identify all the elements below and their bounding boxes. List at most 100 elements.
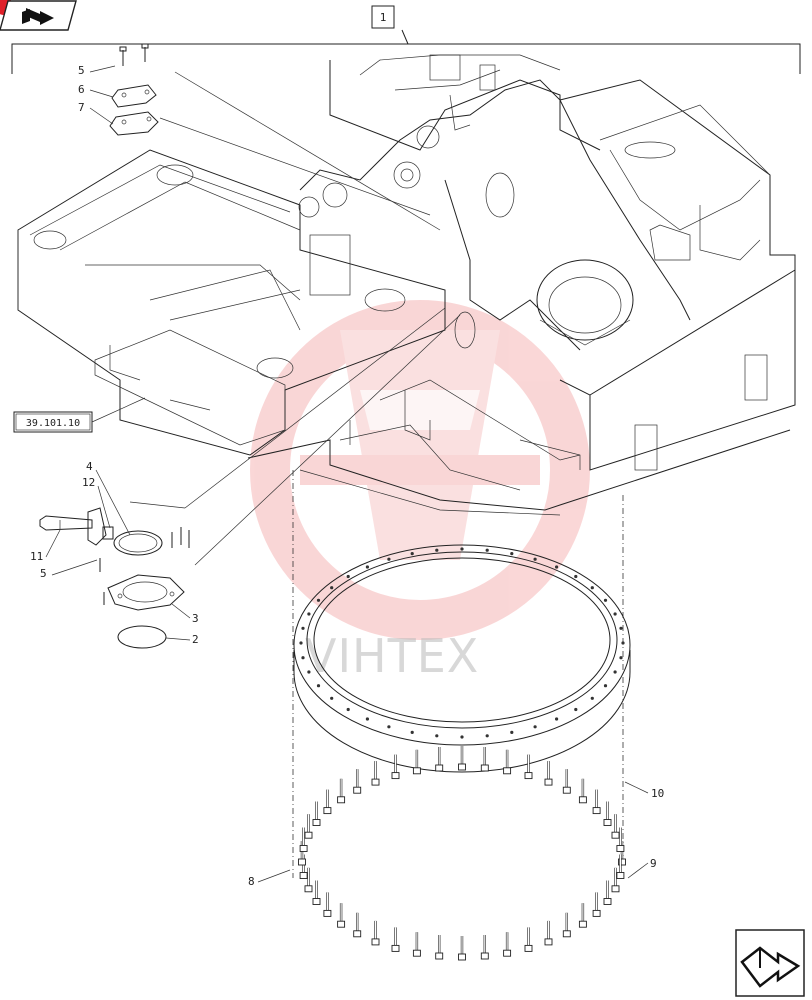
ring-hole — [346, 574, 350, 579]
ring-hole — [603, 598, 608, 602]
callout-5-top: 5 — [78, 64, 116, 77]
callout-10: 10 — [624, 781, 664, 800]
bolt — [616, 854, 625, 879]
bolt — [304, 814, 313, 839]
callout-11: 11 — [30, 529, 61, 563]
svg-text:2: 2 — [192, 633, 199, 646]
callout-5-left: 5 — [40, 559, 98, 580]
bolt — [412, 932, 421, 957]
bolt — [412, 749, 421, 775]
ring-hole — [301, 656, 305, 660]
upper-frame — [17, 54, 796, 516]
reference-box[interactable]: 39.101.10 — [13, 397, 146, 433]
callout-8: 8 — [248, 869, 291, 888]
ring-hole — [555, 717, 559, 721]
ring-hole — [574, 707, 578, 712]
ring-hole — [365, 717, 369, 721]
bolt — [611, 867, 620, 893]
ring-hole — [387, 725, 391, 729]
bolt — [544, 920, 553, 946]
cover-plate-assembly-top — [109, 43, 441, 231]
callout-3: 3 — [171, 603, 199, 625]
bolt — [304, 867, 313, 893]
bolt — [578, 903, 587, 928]
bolt — [323, 892, 332, 917]
bolt — [435, 747, 444, 772]
ring-hole — [299, 641, 303, 645]
ring-hole — [435, 734, 439, 738]
bolt — [337, 903, 346, 928]
ring-hole — [613, 612, 617, 616]
svg-text:4: 4 — [86, 460, 93, 473]
ring-hole — [301, 626, 305, 630]
bolt — [353, 912, 362, 938]
ring-hole — [330, 696, 334, 700]
svg-text:5: 5 — [78, 64, 85, 77]
callout-12: 12 — [82, 476, 111, 529]
bolt — [592, 892, 601, 917]
svg-text:11: 11 — [30, 550, 43, 563]
ring-hole — [603, 684, 608, 688]
ring-hole — [485, 548, 489, 552]
ring-hole — [510, 552, 514, 556]
svg-text:5: 5 — [40, 567, 47, 580]
bolt — [611, 814, 620, 839]
svg-text:9: 9 — [650, 857, 657, 870]
ring-hole — [621, 641, 625, 645]
bolt — [524, 754, 533, 780]
bolt — [458, 746, 466, 771]
next-page-icon[interactable] — [735, 929, 805, 997]
previous-page-icon[interactable] — [0, 0, 77, 31]
bolt — [391, 754, 400, 780]
bolt — [312, 801, 321, 826]
ring-hole — [613, 670, 617, 674]
bolt — [435, 935, 444, 960]
bolt — [312, 880, 321, 905]
bolt — [323, 789, 332, 815]
svg-text:6: 6 — [78, 83, 85, 96]
callout-1-box: 1 — [371, 5, 395, 29]
bolt — [503, 932, 512, 957]
bolt — [503, 749, 512, 775]
bolt — [299, 827, 308, 852]
callout-1: 1 — [380, 11, 387, 24]
ring-hole — [590, 586, 594, 590]
bolt — [391, 927, 400, 952]
ring-hole — [460, 547, 464, 551]
bolt — [480, 935, 489, 960]
svg-text:3: 3 — [192, 612, 199, 625]
ring-hole — [435, 548, 439, 552]
ring-hole — [316, 684, 321, 688]
ring-hole — [365, 565, 369, 569]
svg-text:8: 8 — [248, 875, 255, 888]
ring-hole — [574, 574, 578, 579]
reference-box-label: 39.101.10 — [26, 418, 80, 429]
svg-text:10: 10 — [651, 787, 664, 800]
ring-hole — [307, 670, 311, 674]
callout-2: 2 — [165, 633, 199, 646]
ring-hole — [533, 557, 537, 561]
bolt-circle — [298, 746, 626, 961]
callout-9: 9 — [627, 857, 657, 879]
ring-hole — [619, 626, 623, 630]
callout-4: 4 — [86, 460, 131, 536]
ring-hole — [346, 707, 350, 712]
ring-hole — [316, 598, 321, 602]
ring-hole — [410, 552, 414, 556]
ring-hole — [460, 735, 464, 739]
watermark-text: VIHTEX — [305, 629, 479, 683]
bolt — [544, 761, 553, 786]
ring-hole — [555, 565, 559, 569]
bolt — [603, 880, 612, 905]
bolt — [578, 778, 587, 804]
bolt — [371, 920, 380, 946]
bolt — [524, 927, 533, 952]
access-cover-assembly — [39, 307, 461, 649]
watermark-logo — [250, 300, 590, 640]
ring-hole — [533, 725, 537, 729]
bolt — [353, 769, 362, 794]
svg-text:12: 12 — [82, 476, 95, 489]
ring-hole — [387, 557, 391, 561]
bolt — [480, 747, 489, 772]
